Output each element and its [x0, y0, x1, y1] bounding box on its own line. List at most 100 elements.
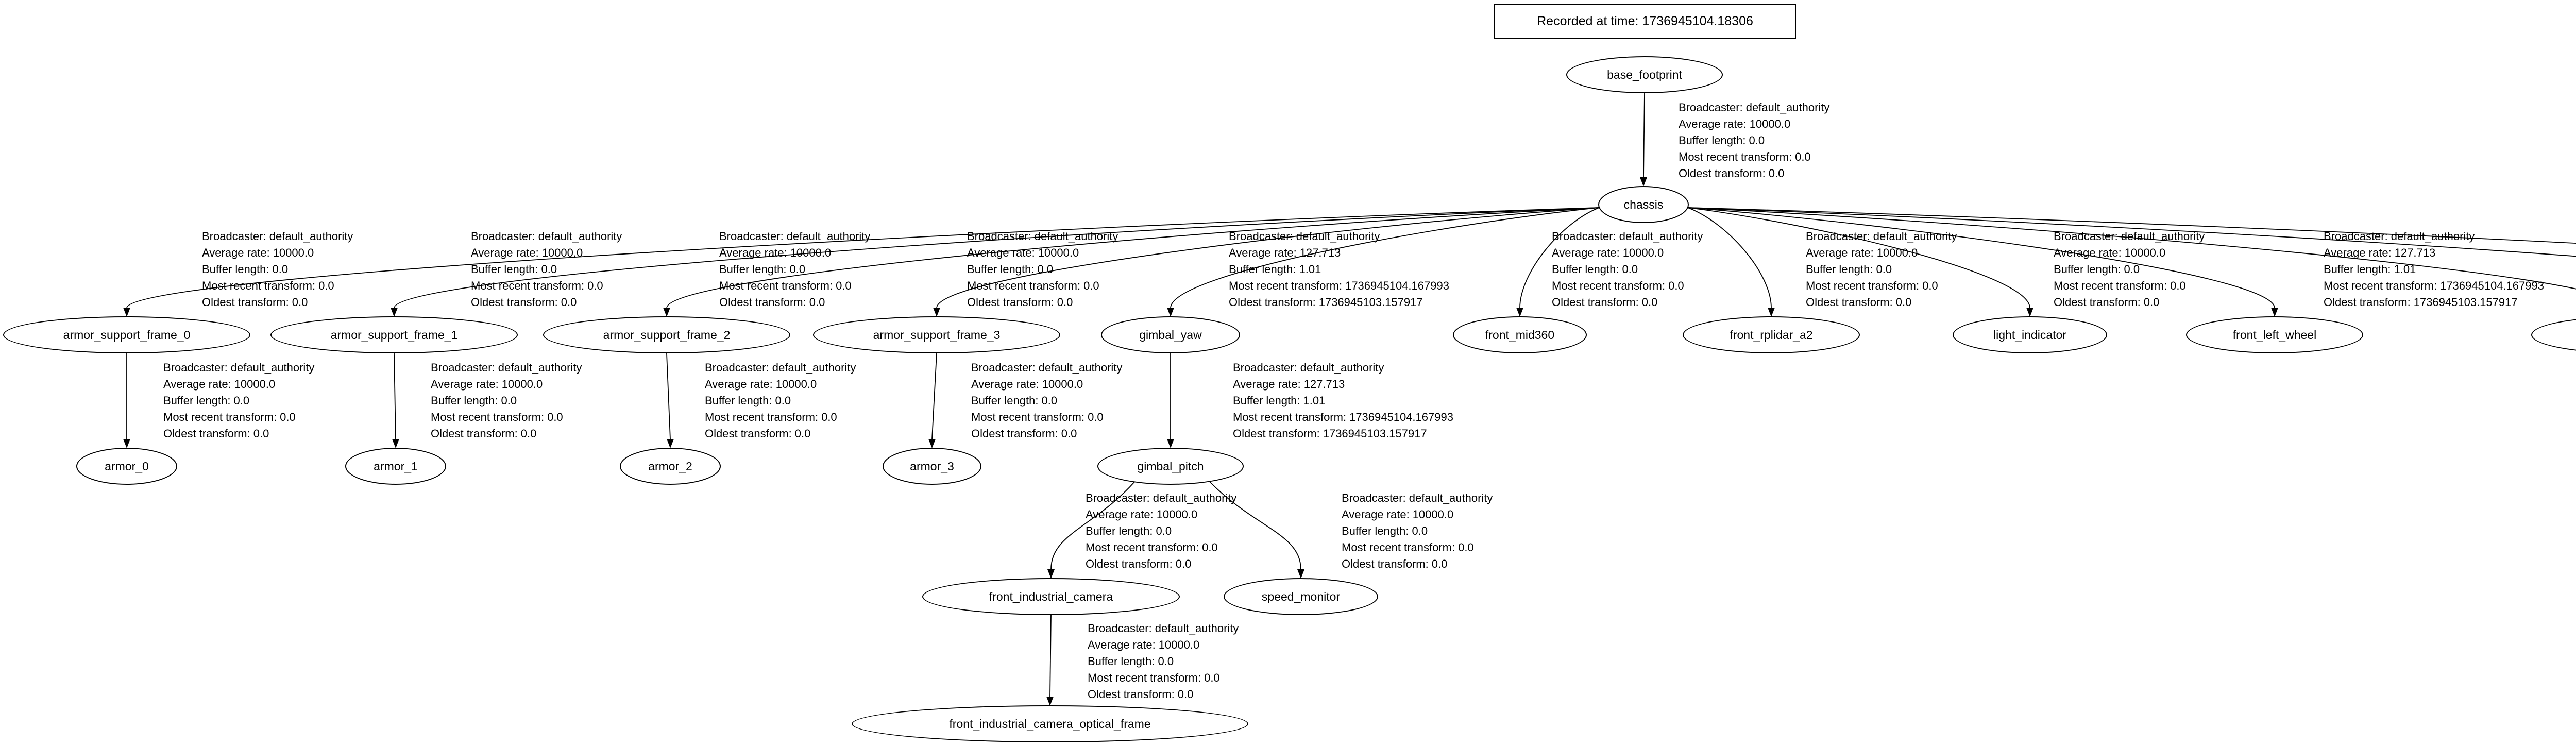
edge-info-line: Broadcaster:default_authority	[1552, 228, 1703, 245]
edge-info-line: Most recent transform:0.0	[1552, 278, 1703, 294]
edge-info-field: Broadcaster:	[471, 230, 535, 243]
edge-info-field: Average rate:	[2054, 246, 2122, 259]
edge-info-line: Most recent transform:0.0	[471, 278, 622, 294]
edge-info-value: 0.0	[561, 296, 577, 309]
edge-info-value: 0.0	[1083, 279, 1099, 292]
edge-info-field: Oldest transform:	[719, 296, 806, 309]
edge-info-line: Most recent transform:0.0	[705, 409, 856, 426]
edge-info-field: Oldest transform:	[431, 427, 518, 440]
edge-info-value: 1.01	[1303, 394, 1326, 407]
edge-info-line: Oldest transform:0.0	[1806, 294, 1957, 311]
tf-node-label: front_industrial_camera	[989, 589, 1113, 603]
edge-front_industrial_camera-to-front_industrial_camera_optical_frame	[1049, 615, 1052, 698]
edge-info-value: 0.0	[1037, 263, 1054, 276]
tf-node-front_mid360: front_mid360	[1453, 316, 1587, 353]
tf-node-gimbal_pitch: gimbal_pitch	[1097, 448, 1244, 485]
edge-info-field: Most recent transform:	[163, 411, 277, 423]
edge-info-field: Average rate:	[705, 378, 773, 391]
arrowhead-icon	[933, 308, 940, 317]
edge-info-value: 0.0	[2143, 296, 2160, 309]
edge-info-line: Average rate:10000.0	[1342, 506, 1493, 523]
edge-info-value: 0.0	[547, 411, 563, 423]
edge-info-value: default_authority	[1153, 491, 1237, 504]
edge-gimbal_pitch-to-speed_monitor	[1209, 481, 1301, 570]
edge-info-line: Average rate:127.713	[1229, 245, 1449, 261]
edge-info-field: Buffer length:	[1806, 263, 1873, 276]
edge-info-value: 0.0	[318, 279, 334, 292]
tf-node-label: armor_2	[648, 459, 692, 473]
arrowhead-icon	[123, 439, 130, 448]
edge-info-line: Most recent transform:0.0	[202, 278, 353, 294]
recorded-time-box: Recorded at time: 1736945104.18306	[1494, 4, 1796, 39]
edge-info-field: Average rate:	[971, 378, 1039, 391]
arrowhead-icon	[2026, 308, 2033, 317]
edge-info-value: default_authority	[2121, 230, 2205, 243]
edge-info-line: Most recent transform:1736945104.167993	[2324, 278, 2544, 294]
edge-info-field: Buffer length:	[1088, 655, 1155, 668]
edge-info-field: Most recent transform:	[1342, 541, 1455, 554]
edge-info-value: 0.0	[775, 394, 791, 407]
edge-gimbal_pitch-to-front_industrial_camera	[1050, 481, 1136, 570]
edge-info-line: Oldest transform:0.0	[1086, 556, 1236, 572]
tf-node-label: armor_3	[910, 459, 954, 473]
tf-node-label: armor_support_frame_3	[873, 328, 1001, 342]
edge-info-line: Average rate:127.713	[1233, 376, 1453, 393]
edge-info-line: Oldest transform:0.0	[1342, 556, 1493, 572]
edge-info-value: default_authority	[538, 230, 622, 243]
edge-info-field: Broadcaster:	[431, 361, 495, 374]
edge-info-field: Most recent transform:	[2054, 279, 2167, 292]
edge-info-value: 0.0	[1431, 557, 1448, 570]
tf-node-armor_2: armor_2	[620, 448, 721, 485]
edge-info-field: Oldest transform:	[1806, 296, 1893, 309]
edge-armor_support_frame_3-to-armor_3	[931, 353, 937, 440]
edge-info-field: Most recent transform:	[1086, 541, 1199, 554]
tf-node-front_industrial_camera_optical_frame: front_industrial_camera_optical_frame	[852, 705, 1248, 742]
edge-info-field: Buffer length:	[1086, 524, 1153, 537]
edge-info-field: Broadcaster:	[1086, 491, 1150, 504]
edge-info-line: Broadcaster:default_authority	[705, 360, 856, 376]
edge-info-field: Oldest transform:	[967, 296, 1054, 309]
edge-info-line: Oldest transform:0.0	[719, 294, 870, 311]
edge-info-field: Broadcaster:	[705, 361, 769, 374]
edge-info-value: 1736945103.157917	[2413, 296, 2518, 309]
edge-info-value: 0.0	[1057, 296, 1073, 309]
edge-info-line: Average rate:10000.0	[202, 245, 353, 261]
edge-info-line: Oldest transform:0.0	[202, 294, 353, 311]
edge-info-field: Most recent transform:	[719, 279, 833, 292]
edge-info-line: Buffer length:0.0	[705, 393, 856, 409]
edge-info-field: Buffer length:	[2054, 263, 2121, 276]
edge-info-value: 0.0	[1622, 263, 1638, 276]
edge-info-line: Oldest transform:0.0	[967, 294, 1118, 311]
edge-info-value: default_authority	[772, 361, 856, 374]
edge-info-line: Oldest transform:0.0	[1552, 294, 1703, 311]
edge-info-value: default_authority	[786, 230, 871, 243]
edge-info-line: Broadcaster:default_authority	[2324, 228, 2544, 245]
edge-info-line: Oldest transform:0.0	[163, 426, 314, 442]
edge-info-field: Oldest transform:	[1088, 688, 1175, 701]
edge-info-value: default_authority	[1409, 491, 1493, 504]
edge-chassis-to-front_mid360	[1519, 207, 1600, 309]
edge-info-value: 10000.0	[1876, 246, 1918, 259]
arrowhead-icon	[1516, 308, 1523, 317]
edge-info-field: Broadcaster:	[202, 230, 266, 243]
edge-info-field: Average rate:	[967, 246, 1035, 259]
edge-info-value: 10000.0	[1749, 117, 1791, 130]
edge-info-line: Most recent transform:1736945104.167993	[1229, 278, 1449, 294]
edge-info-field: Oldest transform:	[2324, 296, 2411, 309]
edge-info-value: 0.0	[1158, 655, 1174, 668]
edge-info-field: Broadcaster:	[719, 230, 784, 243]
edge-info-value: 0.0	[794, 427, 811, 440]
edge-info-line: Oldest transform:0.0	[1088, 686, 1239, 703]
tf-node-label: speed_monitor	[1261, 589, 1341, 603]
edge-info-value: 0.0	[789, 263, 806, 276]
edge-info-value: default_authority	[1619, 230, 1703, 243]
edge-chassis-to-front_rplidar_a2	[1687, 207, 1772, 309]
edge-info-field: Buffer length:	[2324, 263, 2391, 276]
edge-info-value: 0.0	[2124, 263, 2140, 276]
arrowhead-icon	[663, 308, 670, 317]
edge-info-line: Average rate:10000.0	[971, 376, 1122, 393]
